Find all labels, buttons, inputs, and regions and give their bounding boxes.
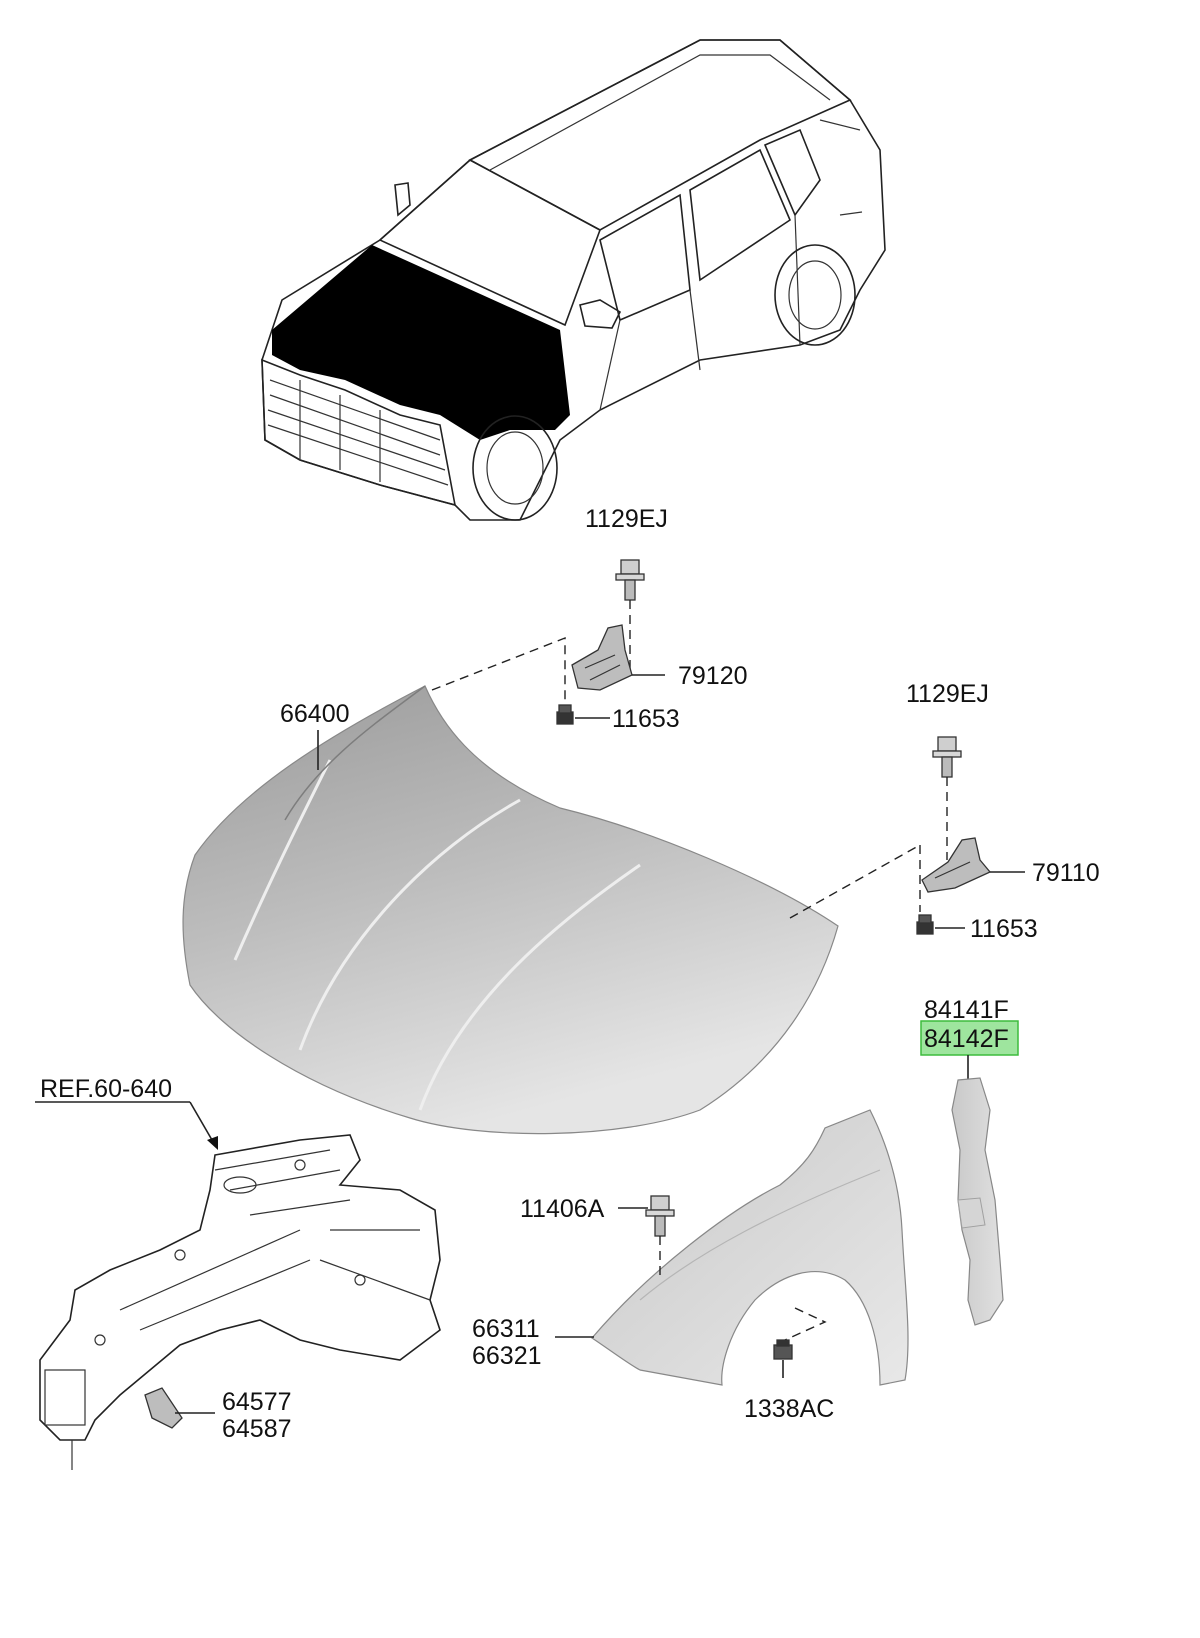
callout-bracket-a: 64577 [222,1388,292,1416]
front-frame-reference [39,1134,441,1470]
hinge-lower [921,837,992,893]
hinge-upper-assembly [431,559,665,725]
callout-bolt-right: 1129EJ [906,680,989,708]
callout-fender-nut: 1338AC [744,1395,834,1423]
nut-icon [556,704,574,725]
callout-nut-upper: 11653 [612,705,680,733]
front-fender [591,1109,909,1386]
bracket [144,1387,183,1429]
highlight-box [920,1020,1019,1056]
hood-area-highlight [272,245,570,440]
callout-bracket-b: 64587 [222,1415,292,1443]
callout-bolt-top: 1129EJ [585,505,668,533]
callout-insulator-a: 84141F [924,996,1009,1024]
bolt-icon [932,736,962,778]
callout-ref: REF.60-640 [40,1075,172,1103]
hinge-upper [571,624,633,691]
fender-insulator [951,1077,1004,1326]
callout-nut-lower: 11653 [970,915,1038,943]
callout-fender-a: 66311 [472,1315,540,1343]
callout-fender-b: 66321 [472,1342,542,1370]
hood-panel [182,685,839,1135]
callout-hood: 66400 [280,700,350,728]
bolt-icon [615,559,645,601]
callout-hinge-upper: 79120 [678,662,748,690]
hinge-lower-assembly [916,736,1025,935]
callout-fender-bolt: 11406A [520,1195,605,1223]
nut-icon [773,1339,793,1360]
nut-icon [916,914,934,935]
callout-hinge-lower: 79110 [1032,859,1100,887]
vehicle-overview [261,39,886,521]
callout-insulator-b: 84142F [924,1025,1009,1053]
bolt-icon [645,1195,675,1237]
